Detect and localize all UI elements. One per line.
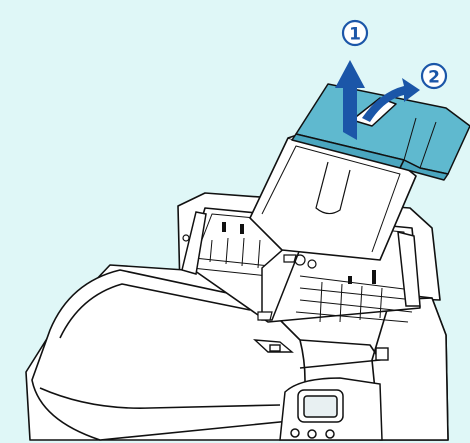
chute-grid — [191, 237, 415, 323]
lcd-display — [303, 395, 338, 418]
step-circle-2 — [420, 62, 448, 90]
arrow-pull-out — [362, 78, 420, 122]
step-number-1: 1 — [349, 25, 361, 45]
arrow-lift-up — [335, 60, 365, 140]
operator-panel — [279, 377, 383, 441]
step-callout-1: 1 — [341, 19, 369, 47]
paper-guide-right — [397, 231, 421, 307]
step-circle-1 — [341, 19, 369, 47]
step-callout-2: 2 — [420, 62, 448, 90]
chute-symbols — [222, 222, 376, 284]
side-buttons — [253, 339, 389, 361]
panel-button-icon — [290, 428, 300, 438]
center-mark-icon — [182, 234, 317, 269]
step-number-2: 2 — [428, 68, 440, 88]
center-notch — [257, 254, 297, 321]
front-cover — [31, 269, 381, 441]
panel-button-icon — [307, 429, 317, 439]
panel-button-icon — [325, 429, 335, 439]
